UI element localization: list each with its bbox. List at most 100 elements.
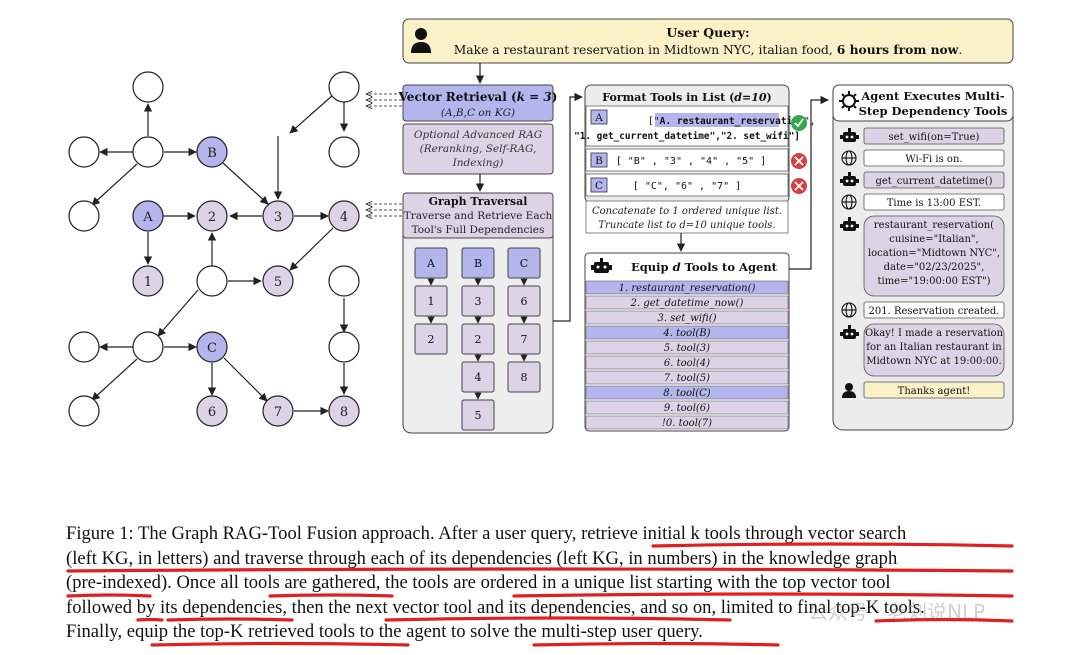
agent-step-text: restaurant_reservation( <box>874 220 994 231</box>
agent-step-text: Thanks agent! <box>898 386 971 397</box>
traversal-label: B <box>474 257 482 270</box>
user-icon <box>842 383 856 398</box>
graph-node-blank <box>68 200 100 232</box>
graph-node-blank <box>132 71 164 103</box>
graph-node-c <box>196 331 228 363</box>
concat-box: Concatenate to 1 ordered unique list. Tr… <box>585 200 789 234</box>
agent-title: Agent Executes Multi- <box>860 89 1005 103</box>
row-a-label: A <box>594 112 603 124</box>
caption-line: Finally, equip the top-K retrieved tools… <box>66 621 703 643</box>
agent-step-text: Wi-Fi is on. <box>905 154 962 165</box>
graph-node-label: 7 <box>274 405 282 420</box>
graph-node-2 <box>196 200 228 232</box>
graph-nodes: B A 2 3 4 1 5 C 6 7 8 <box>68 71 360 427</box>
agent-step-text: cuisine="Italian", <box>889 234 978 245</box>
tool-item-bg <box>585 295 789 310</box>
row-b-text: [ "B" , "3" , "4" , "5" ] <box>616 156 767 167</box>
graph-node-label: 3 <box>274 210 282 225</box>
tool-item: 1. restaurant_reservation() <box>619 283 756 294</box>
globe-icon <box>841 302 857 318</box>
connector-arrow <box>553 92 583 322</box>
caption-line: (left KG, in letters) and traverse throu… <box>66 547 898 569</box>
architecture-diagram: B A 2 3 4 1 5 C 6 7 8 <box>68 18 1014 434</box>
tool-item-bg <box>585 415 789 430</box>
advanced-rag-line: (Reranking, Self-RAG, <box>420 143 537 155</box>
row-c-text: [ "C", "6" , "7" ] <box>633 181 741 192</box>
figure-caption: Figure 1: The Graph RAG-Tool Fusion appr… <box>66 522 1026 645</box>
agent-step-bubble <box>863 127 1005 145</box>
format-tools-title: Format Tools in List (d=10) <box>602 91 771 104</box>
graph-node-b <box>196 136 228 168</box>
equip-title: Equip d Tools to Agent <box>631 260 778 274</box>
graph-node-label: 2 <box>208 210 216 225</box>
traversal-label: 6 <box>521 295 528 308</box>
agent-title: Step Dependency Tools <box>859 104 1008 118</box>
robot-icon <box>840 128 859 142</box>
vector-retrieval-subtitle: (A,B,C on KG) <box>441 107 515 119</box>
tool-item-bg <box>585 385 789 400</box>
row-a-line2: "1. get_current_datetime","2. set_wifi"] <box>574 131 800 142</box>
agent-step-text: get_current_datetime() <box>875 176 992 187</box>
agent-step-bubble <box>863 381 1005 399</box>
agent-step-bubble <box>863 193 1005 211</box>
tool-item-bg <box>585 370 789 385</box>
graph-pointers <box>366 94 402 216</box>
graph-node-label: 6 <box>208 405 216 420</box>
agent-step-bubble <box>863 301 1005 319</box>
agent-step-text: Midtown NYC at 19:00:00. <box>866 356 1001 367</box>
agent-step-text: 201. Reservation created. <box>869 306 1000 317</box>
tool-item-bg <box>585 310 789 325</box>
graph-node-1 <box>132 265 164 297</box>
tool-item-bg <box>585 400 789 415</box>
traversal-label: 4 <box>475 371 482 384</box>
graph-traversal-title: Graph Traversal <box>429 195 528 208</box>
knowledge-graph <box>91 94 349 416</box>
tool-item: 4. tool(B) <box>662 328 710 339</box>
user-query-box: User Query: Make a restaurant reservatio… <box>402 18 1014 64</box>
agent-step-bubble <box>863 171 1005 189</box>
advanced-rag-box: Optional Advanced RAG (Reranking, Self-R… <box>402 123 554 175</box>
robot-icon <box>591 258 612 273</box>
tool-item: 2. get_datetime_now() <box>630 298 744 309</box>
agent-step-text: set_wifi(on=True) <box>889 132 980 143</box>
agent-step-text: Time is 13:00 EST. <box>887 198 981 209</box>
row-a-line1: ["A. restaurant_reservation", <box>648 115 816 127</box>
tool-item-bg <box>585 340 789 355</box>
robot-icon <box>840 217 859 231</box>
agent-step-bubble <box>863 215 1005 297</box>
tool-item: 3. set_wifi() <box>657 313 716 324</box>
graph-node-blank <box>328 331 360 363</box>
robot-icon <box>840 172 859 186</box>
traversal-label: 2 <box>475 333 482 346</box>
vector-retrieval-box: Vector Retrieval (k = 3) (A,B,C on KG) <box>398 84 557 122</box>
graph-node-blank <box>68 136 100 168</box>
graph-node-8 <box>328 395 360 427</box>
row-c-label: C <box>595 180 603 192</box>
graph-node-label: 1 <box>144 275 152 290</box>
concat-line: Concatenate to 1 ordered unique list. <box>592 206 782 217</box>
tool-item: !0. tool(7) <box>662 418 712 429</box>
traversal-label: 7 <box>521 333 528 346</box>
check-icon <box>791 115 807 131</box>
graph-node-blank <box>68 331 100 363</box>
advanced-rag-line: Indexing) <box>452 157 504 169</box>
tool-item: 5. tool(3) <box>664 343 710 354</box>
agent-step-text: for an Italian restaurant in <box>866 342 1002 353</box>
agent-step-bubble <box>863 323 1005 377</box>
traversal-item <box>507 361 541 393</box>
graph-node-7 <box>262 395 294 427</box>
agent-step-text: date="02/23/2025", <box>884 262 985 273</box>
caption-line: followed by its dependencies, then the n… <box>66 596 925 618</box>
graph-node-label: 4 <box>340 210 348 225</box>
traversal-label: 3 <box>475 295 482 308</box>
concat-line: Truncate list to d=10 unique tools. <box>598 220 775 231</box>
graph-traversal-desc: Tool's Full Dependencies <box>412 224 545 236</box>
graph-node-blank <box>196 265 228 297</box>
tool-item: 9. tool(6) <box>664 403 710 414</box>
traversal-label: C <box>520 257 528 270</box>
graph-node-a <box>132 200 164 232</box>
traversal-label: A <box>426 257 436 270</box>
graph-node-blank <box>68 395 100 427</box>
agent-steps: set_wifi(on=True) Wi-Fi is on. get_current… <box>840 127 1005 399</box>
